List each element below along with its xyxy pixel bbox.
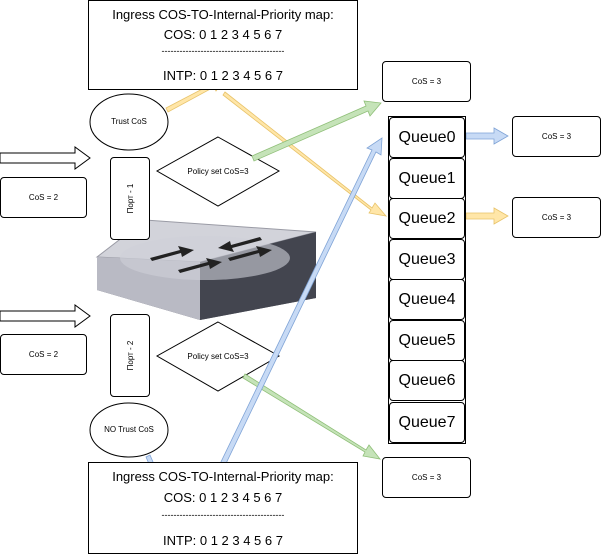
port-2-label: Порт - 2 [126,340,135,371]
bottom-map-title: Ingress COS-TO-Internal-Priority map: [112,469,334,484]
port-1-label: Порт - 1 [126,183,135,214]
input-cos-box-1: CoS = 2 [0,177,87,218]
top-priority-map: Ingress COS-TO-Internal-Priority map: CO… [88,0,358,90]
top-map-title: Ingress COS-TO-Internal-Priority map: [112,7,334,22]
switch-icon [95,219,317,320]
port-2-box: Порт - 2 [110,314,150,397]
port-1-box: Порт - 1 [110,157,150,240]
output-cos-bottom: CoS = 3 [382,457,471,498]
trust-cos-label: Trust CoS [111,117,147,126]
bottom-map-intp-row: INTP: 0 1 2 3 4 5 6 7 [163,533,283,548]
input-arrow-1 [0,146,91,170]
no-trust-cos-label: NO Trust CoS [104,425,154,434]
top-map-separator: ----------------------------------------… [161,46,285,56]
queue-1: Queue1 [389,158,465,199]
policy-label-2: Policy set CoS=3 [187,352,249,361]
input-arrow-2 [0,304,91,328]
bottom-priority-map: Ingress COS-TO-Internal-Priority map: CO… [88,462,358,554]
bottom-map-separator: ----------------------------------------… [161,510,285,520]
queue-3: Queue3 [389,239,465,280]
output-cos-queue0: CoS = 3 [512,116,601,157]
top-map-intp-row: INTP: 0 1 2 3 4 5 6 7 [163,68,283,83]
policy-diamond-1 [155,136,281,207]
policy-diamond-2 [155,321,281,392]
output-cos-queue2: CoS = 3 [512,197,601,238]
top-map-cos-row: COS: 0 1 2 3 4 5 6 7 [163,27,283,42]
trust-cos-ellipse [89,93,169,151]
queue-4: Queue4 [389,279,465,320]
queue-0: Queue0 [389,117,465,158]
queue-7: Queue7 [389,402,465,443]
queue-5: Queue5 [389,320,465,361]
input-cos-box-2: CoS = 2 [0,334,87,375]
queue-2: Queue2 [389,198,465,239]
queue-6: Queue6 [389,360,465,401]
no-trust-cos-ellipse [89,402,169,458]
queue-stack: Queue0 Queue1 Queue2 Queue3 Queue4 Queue… [388,116,466,444]
green-arrows [242,100,382,460]
bottom-map-cos-row: COS: 0 1 2 3 4 5 6 7 [163,490,283,505]
output-cos-top: CoS = 3 [382,61,471,102]
policy-label-1: Policy set CoS=3 [187,167,249,176]
